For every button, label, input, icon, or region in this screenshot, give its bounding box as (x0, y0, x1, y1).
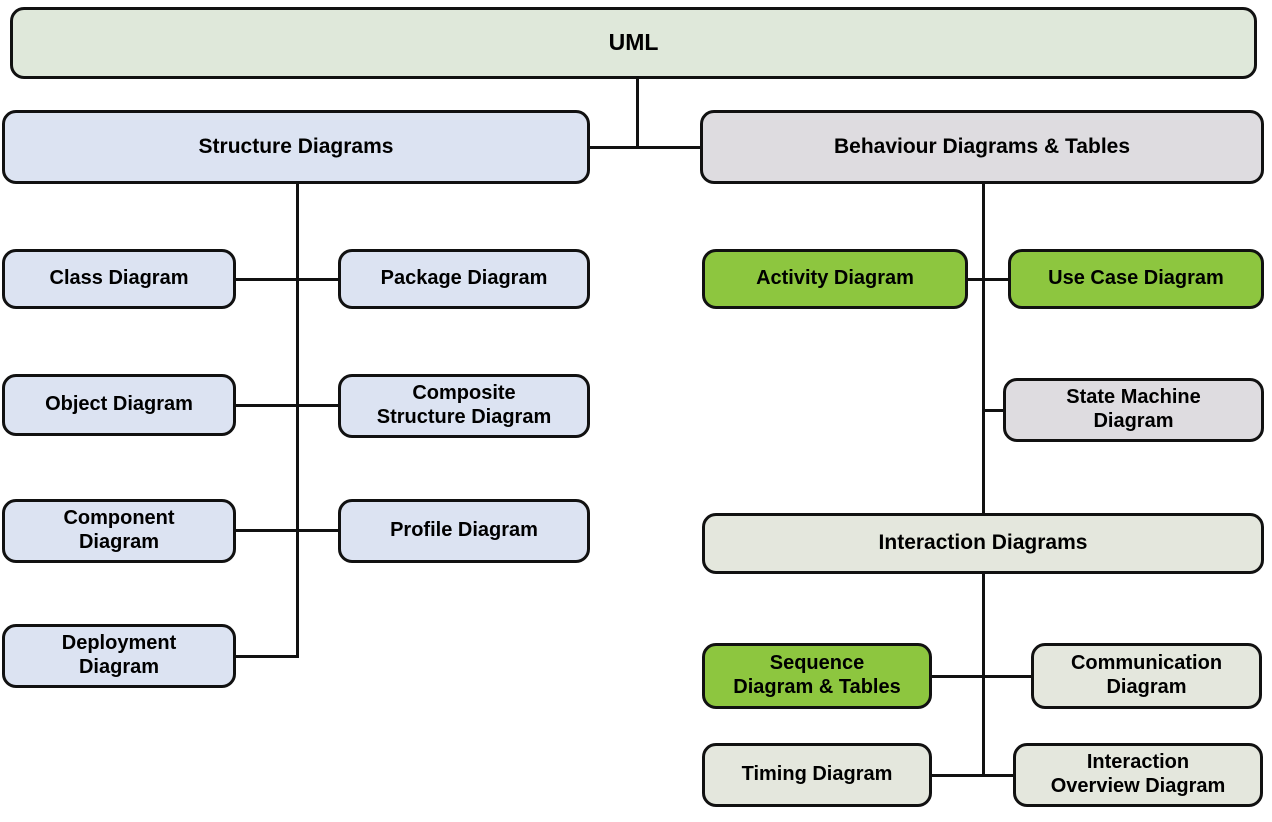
node-package-diagram[interactable]: Package Diagram (338, 249, 590, 309)
node-label: Deployment Diagram (61, 632, 177, 678)
node-label: Interaction Overview Diagram (1050, 751, 1226, 797)
node-label: Sequence Diagram & Tables (733, 652, 901, 698)
edge-structure-row-3 (234, 529, 340, 532)
node-label: Package Diagram (380, 267, 548, 290)
node-activity-diagram[interactable]: Activity Diagram (702, 249, 968, 309)
edge-root-stem (636, 79, 639, 148)
node-label: Structure Diagrams (198, 134, 394, 158)
node-object-diagram[interactable]: Object Diagram (2, 374, 236, 436)
node-label: Class Diagram (49, 267, 189, 290)
node-timing-diagram[interactable]: Timing Diagram (702, 743, 932, 807)
node-interaction-overview-diagram[interactable]: Interaction Overview Diagram (1013, 743, 1263, 807)
edge-interaction-row-2 (930, 774, 1016, 777)
node-composite-structure-diagram[interactable]: Composite Structure Diagram (338, 374, 590, 438)
node-state-machine-diagram[interactable]: State Machine Diagram (1003, 378, 1264, 442)
node-uml-root[interactable]: UML (10, 7, 1257, 79)
node-label: Component Diagram (63, 507, 175, 553)
node-label: UML (608, 29, 659, 56)
node-label: Activity Diagram (756, 267, 914, 290)
node-use-case-diagram[interactable]: Use Case Diagram (1008, 249, 1264, 309)
node-label: Object Diagram (45, 393, 193, 416)
node-label: Interaction Diagrams (878, 531, 1088, 555)
node-label: Profile Diagram (390, 519, 538, 542)
node-label: Communication Diagram (1070, 652, 1223, 698)
node-interaction-diagrams[interactable]: Interaction Diagrams (702, 513, 1264, 574)
node-structure-diagrams[interactable]: Structure Diagrams (2, 110, 590, 184)
node-sequence-diagram[interactable]: Sequence Diagram & Tables (702, 643, 932, 709)
node-label: Composite Structure Diagram (376, 382, 552, 428)
edge-structure-spine (296, 183, 299, 658)
edge-root-splitter (588, 146, 702, 149)
node-profile-diagram[interactable]: Profile Diagram (338, 499, 590, 563)
node-label: Use Case Diagram (1048, 267, 1224, 290)
edge-behaviour-row-1 (966, 278, 1011, 281)
edge-structure-row-2 (234, 404, 340, 407)
edge-structure-row-4 (234, 655, 299, 658)
node-communication-diagram[interactable]: Communication Diagram (1031, 643, 1262, 709)
edge-behaviour-spine (982, 183, 985, 776)
edge-interaction-row-1 (930, 675, 1033, 678)
edge-behaviour-row-2 (982, 409, 1006, 412)
node-component-diagram[interactable]: Component Diagram (2, 499, 236, 563)
edge-structure-row-1 (234, 278, 340, 281)
node-class-diagram[interactable]: Class Diagram (2, 249, 236, 309)
node-label: Timing Diagram (741, 763, 893, 786)
node-deployment-diagram[interactable]: Deployment Diagram (2, 624, 236, 688)
node-behaviour-diagrams[interactable]: Behaviour Diagrams & Tables (700, 110, 1264, 184)
node-label: State Machine Diagram (1066, 386, 1201, 432)
node-label: Behaviour Diagrams & Tables (833, 134, 1131, 158)
